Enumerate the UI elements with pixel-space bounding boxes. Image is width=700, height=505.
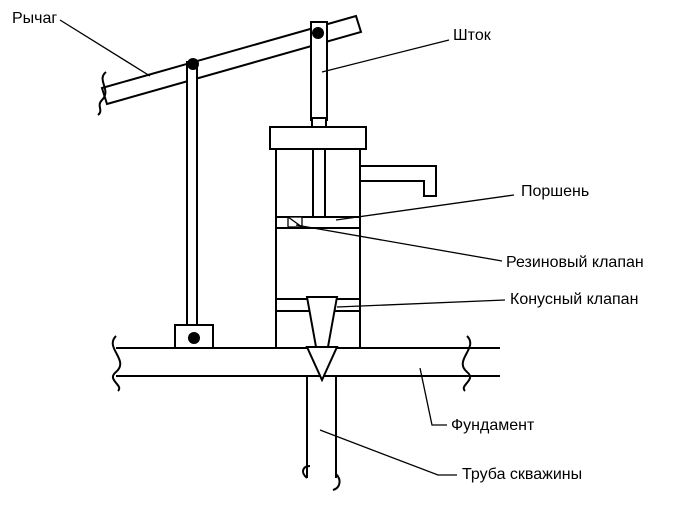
rod-pin-icon bbox=[312, 27, 324, 39]
rod-inner bbox=[312, 148, 326, 218]
spout bbox=[359, 165, 437, 197]
support-post bbox=[174, 58, 214, 350]
label-rubber-valve: Резиновый клапан bbox=[506, 254, 644, 271]
pump-cylinder bbox=[269, 126, 437, 381]
label-cone-valve: Конусный клапан bbox=[510, 291, 638, 308]
pivot-pin-icon bbox=[187, 58, 199, 70]
label-well-pipe: Труба скважины bbox=[462, 466, 582, 483]
piston bbox=[275, 216, 361, 229]
label-rod: Шток bbox=[453, 27, 492, 44]
label-lever: Рычаг bbox=[12, 10, 57, 27]
lever bbox=[97, 14, 363, 116]
leader-lines bbox=[59, 19, 515, 476]
cylinder-cap bbox=[269, 126, 367, 150]
rod bbox=[310, 21, 328, 129]
well-pipe bbox=[302, 376, 341, 491]
cone-valve-icon bbox=[305, 296, 339, 381]
label-piston: Поршень bbox=[521, 183, 589, 200]
base-pin-icon bbox=[188, 332, 200, 344]
label-foundation: Фундамент bbox=[451, 417, 535, 434]
